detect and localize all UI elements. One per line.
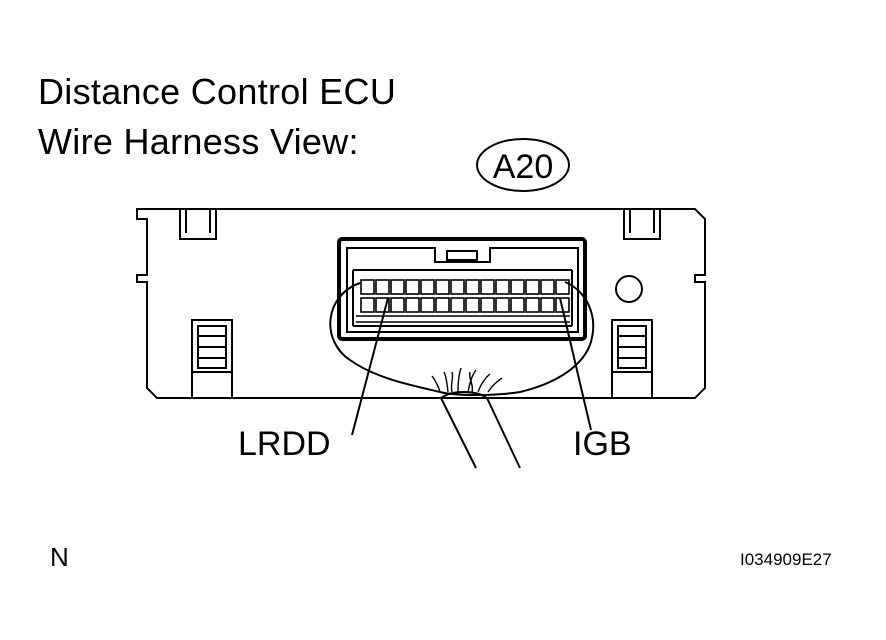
- harness-bundle-outline: [329, 281, 595, 396]
- connector-code-oval: [476, 138, 570, 192]
- connector-code-label: A20: [493, 148, 554, 186]
- locating-hole: [615, 275, 643, 303]
- wire-strands: [431, 367, 503, 393]
- figure-id: I034909E27: [740, 550, 832, 569]
- connector-housing: [136, 208, 706, 399]
- socket-frame: [337, 237, 587, 341]
- latch-tab-left: [179, 208, 217, 240]
- terminal-cavities: [356, 279, 570, 323]
- harness-tube: [440, 391, 521, 469]
- leader-line-igb: [559, 297, 592, 431]
- title-line-1: Distance Control ECU: [38, 71, 397, 112]
- terminal-label-igb: IGB: [573, 425, 632, 463]
- lock-slot-right: [611, 319, 653, 399]
- leader-line-lrdd: [351, 297, 389, 436]
- lock-slot-left: [191, 319, 233, 399]
- corner-mark: N: [50, 542, 69, 572]
- latch-tab-right: [623, 208, 661, 240]
- terminal-label-lrdd: LRDD: [238, 425, 331, 463]
- title-line-2: Wire Harness View:: [38, 121, 359, 162]
